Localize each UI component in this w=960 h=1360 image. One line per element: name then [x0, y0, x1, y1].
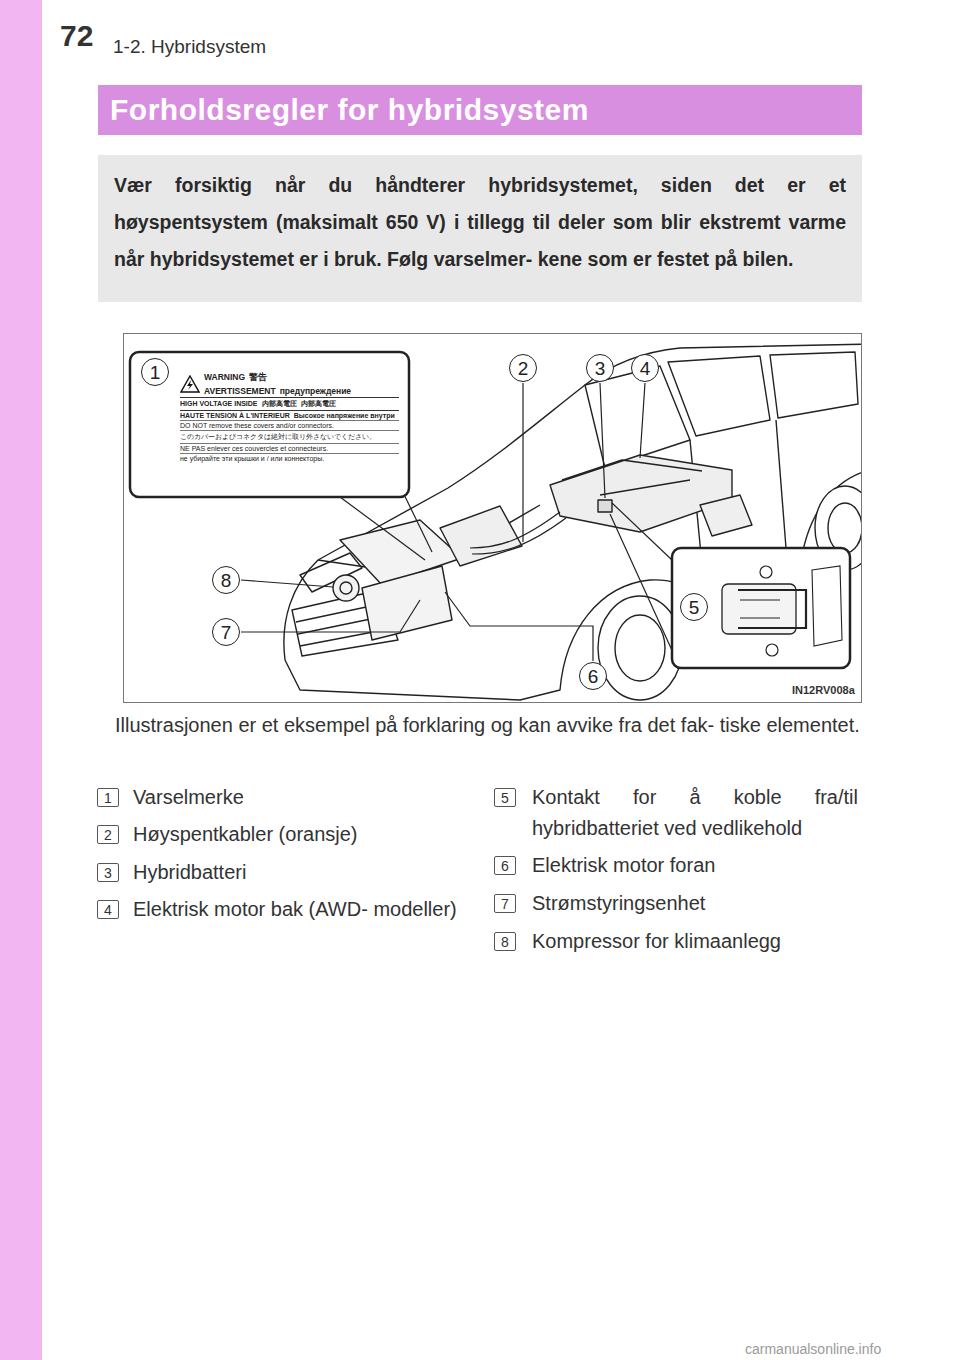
- label-text: HAUTE TENSION À L'INTERIEUR: [180, 412, 290, 419]
- title-bar: Forholdsregler for hybridsystem: [98, 85, 862, 135]
- callout-digit: 5: [689, 598, 700, 617]
- callout-digit: 4: [640, 359, 651, 378]
- callout-number: 7: [212, 618, 240, 646]
- callout-number: 4: [631, 354, 659, 382]
- callout-number: 1: [141, 358, 169, 386]
- callout-digit: 2: [518, 359, 529, 378]
- label-row: NE PAS enlever ces couvercles et connect…: [180, 443, 399, 453]
- callout-digit: 3: [595, 359, 606, 378]
- side-strip: [0, 0, 42, 1360]
- plug-inset: [672, 548, 850, 668]
- label-text: Высокое напряжение внутри: [294, 412, 395, 419]
- part-name: Strømstyringsenhet: [532, 888, 858, 919]
- title-text: Forholdsregler for hybridsystem: [110, 93, 589, 126]
- label-row: このカバーおよびコネクタは絶対に取り外さないでください。: [180, 430, 399, 443]
- label-text: не убирайте эти крышки и / или коннектор…: [180, 455, 324, 462]
- label-text: HIGH VOLTAGE INSIDE: [180, 400, 258, 407]
- list-number: 4: [97, 900, 119, 919]
- callout-number: 5: [680, 593, 708, 621]
- label-text: 内部高電圧: [301, 399, 336, 409]
- label-row: AVERTISSEMENT предупреждение: [204, 385, 355, 397]
- list-digit: 5: [501, 791, 509, 805]
- list-number: 7: [494, 894, 516, 913]
- label-text: предупреждение: [280, 386, 351, 396]
- part-name: Kompressor for klimaanlegg: [532, 926, 858, 957]
- notice-box: Vær forsiktig når du håndterer hybridsys…: [98, 155, 862, 302]
- figure-caption: Illustrasjonen er et eksempel på forklar…: [115, 708, 862, 742]
- notice-text: Vær forsiktig når du håndterer hybridsys…: [114, 167, 846, 278]
- callout-digit: 1: [150, 363, 161, 382]
- part-name: Kontakt for å koble fra/til hybridbatter…: [532, 782, 858, 844]
- list-number: 8: [494, 932, 516, 951]
- list-digit: 6: [501, 859, 509, 873]
- label-row: DO NOT remove these covers and/or connec…: [180, 420, 399, 430]
- page-number: 72: [60, 20, 93, 51]
- list-digit: 1: [104, 791, 112, 805]
- part-name: Varselmerke: [133, 782, 468, 813]
- label-text: 警告: [249, 372, 267, 384]
- list-digit: 3: [104, 866, 112, 880]
- label-text: NE PAS enlever ces couvercles et connect…: [180, 445, 328, 452]
- callout-digit: 7: [221, 623, 232, 642]
- warning-triangle: [180, 375, 200, 393]
- label-header-text: WARNING 警告 AVERTISSEMENT предупреждение: [204, 371, 355, 397]
- callout-number: 3: [586, 354, 614, 382]
- list-number: 5: [494, 788, 516, 807]
- part-name: Elektrisk motor bak (AWD- modeller): [133, 894, 468, 925]
- label-text: 内部高電圧: [262, 399, 297, 409]
- list-digit: 8: [501, 935, 509, 949]
- part-name: Elektrisk motor foran: [532, 850, 858, 881]
- watermark: carmanualsonline.info: [745, 1334, 881, 1360]
- list-number: 6: [494, 856, 516, 875]
- list-number: 3: [97, 863, 119, 882]
- label-row: HIGH VOLTAGE INSIDE 内部高電圧内部高電圧: [180, 397, 399, 410]
- figure-frame: [124, 334, 862, 703]
- label-text: DO NOT remove these covers and/or connec…: [180, 422, 334, 429]
- figure-id: IN12RV008a: [790, 683, 857, 697]
- part-name: Hybridbatteri: [133, 857, 468, 888]
- label-inset: [130, 352, 409, 497]
- callout-number: 6: [579, 662, 607, 690]
- label-row: HAUTE TENSION À L'INTERIEUR Высокое напря…: [180, 410, 399, 420]
- list-digit: 2: [104, 828, 112, 842]
- callout-number: 2: [509, 354, 537, 382]
- list-digit: 4: [104, 903, 112, 917]
- label-row: не убирайте эти крышки и / или коннектор…: [180, 453, 399, 463]
- section-header: 1-2. Hybridsystem: [113, 31, 266, 62]
- list-number: 2: [97, 825, 119, 844]
- warning-label: WARNING警告AVERTISSEMENTпредупреждениеHIGH…: [180, 371, 399, 463]
- part-name: Høyspentkabler (oransje): [133, 819, 468, 850]
- label-header: WARNING 警告 AVERTISSEMENT предупреждение: [180, 371, 399, 397]
- list-number: 1: [97, 788, 119, 807]
- callout-number: 8: [212, 566, 240, 594]
- list-digit: 7: [501, 897, 509, 911]
- label-row: WARNING 警告: [204, 371, 355, 385]
- label-text: このカバーおよびコネクタは絶対に取り外さないでください。: [180, 432, 376, 442]
- callout-digit: 6: [588, 667, 599, 686]
- label-text: AVERTISSEMENT: [204, 386, 276, 396]
- callout-digit: 8: [221, 571, 232, 590]
- label-text: WARNING: [204, 372, 245, 382]
